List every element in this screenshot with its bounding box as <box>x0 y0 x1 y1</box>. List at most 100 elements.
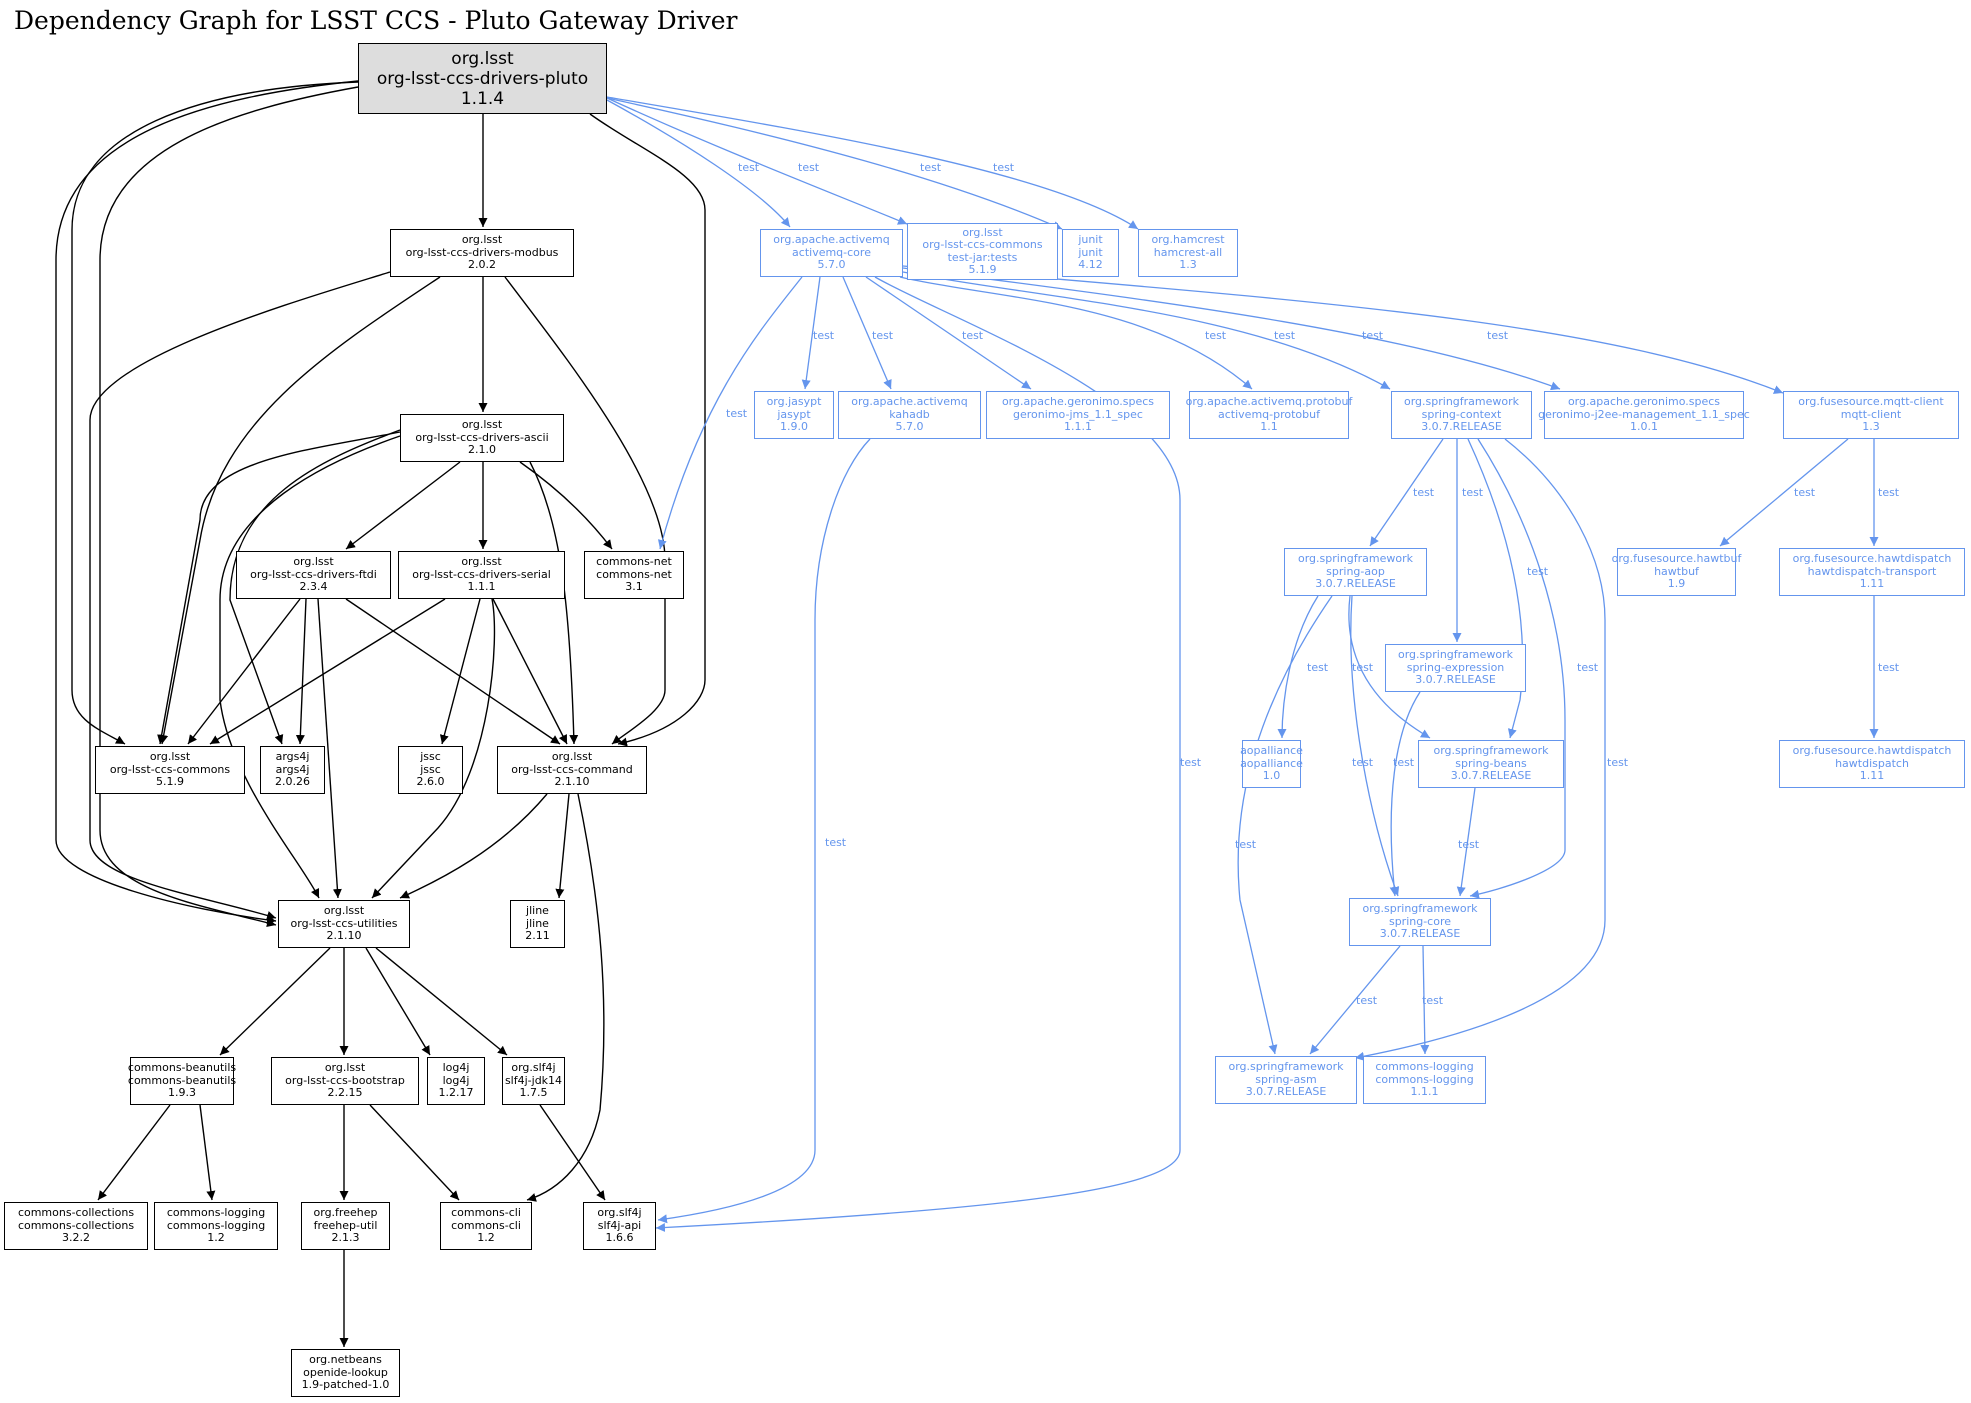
edge-utilities-to-beanutils <box>219 947 331 1056</box>
edge-label: test <box>1235 838 1257 851</box>
node-group: commons-logging <box>1375 1060 1474 1074</box>
node-group: org.lsst <box>293 555 334 569</box>
edge-label: test <box>1607 756 1629 769</box>
edge-ascii-to-commonsnet <box>519 461 613 550</box>
edge-springctx-to-springbeans <box>1467 438 1524 739</box>
node-artifact: spring-core <box>1388 914 1452 928</box>
edge-ftdi-to-command <box>345 598 561 745</box>
node-artifact: org-lsst-ccs-drivers-ascii <box>415 430 549 444</box>
node-version: 3.0.7.RELEASE <box>1245 1085 1327 1099</box>
node-version: 1.9.3 <box>168 1086 196 1100</box>
edge-label: test <box>1527 565 1549 578</box>
node-group: commons-net <box>596 555 672 569</box>
node-group: org.fusesource.hawtdispatch <box>1792 744 1952 758</box>
node-group: junit <box>1078 233 1103 247</box>
edge-amqcore-to-springctx <box>902 271 1391 390</box>
node-artifact: jline <box>526 916 549 930</box>
edge-springcore-to-logging111 <box>1420 945 1430 1055</box>
node-version: 1.2 <box>477 1231 495 1245</box>
node-artifact: junit <box>1078 245 1103 259</box>
node-group: commons-cli <box>451 1206 521 1220</box>
node-version: 1.1.1 <box>467 580 496 594</box>
edge-label: test <box>1878 661 1900 674</box>
edge-amqcore-to-jasypt <box>801 276 821 390</box>
node-version: 2.1.0 <box>468 443 496 457</box>
edge-utilities-to-jdk14 <box>375 947 508 1056</box>
edge-springaop-to-springcore <box>1350 595 1400 897</box>
edge-utilities-to-log4j <box>365 947 431 1056</box>
node-group: org.apache.activemq.protobuf <box>1185 395 1353 409</box>
edge-pluto-to-utilities <box>99 86 359 928</box>
edge-beanutils-to-collections <box>97 1104 171 1201</box>
edge-modbus-to-command <box>504 276 666 745</box>
edge-label: test <box>1205 329 1227 342</box>
node-version: 1.7.5 <box>519 1086 548 1100</box>
edge-beanutils-to-logging12 <box>199 1104 216 1201</box>
node-artifact: mqtt-client <box>1840 407 1902 421</box>
edge-amqcore-to-jms <box>865 276 1032 390</box>
node-version: 3.0.7.RELEASE <box>1315 577 1396 591</box>
node-artifact: hamcrest-all <box>1153 245 1223 259</box>
edge-label: test <box>1352 661 1374 674</box>
node-artifact: hawtdispatch <box>1835 756 1909 770</box>
node-group: org.apache.geronimo.specs <box>1001 395 1155 409</box>
node-group: org.jasypt <box>766 395 822 409</box>
node-artifact: org-lsst-ccs-commons <box>109 762 231 776</box>
node-artifact: geronimo-j2ee-management_1.1_spec <box>1538 407 1750 421</box>
node-version: 1.1.1 <box>1410 1085 1439 1099</box>
node-version: 1.11 <box>1859 769 1885 783</box>
node-artifact: org-lsst-ccs-command <box>511 762 633 776</box>
edge-serial-to-utilities <box>371 598 496 899</box>
node-version: 1.9 <box>1667 577 1686 591</box>
edge-label: test <box>1413 486 1435 499</box>
node-artifact: openide-lookup <box>303 1365 388 1379</box>
edge-label: test <box>738 161 760 174</box>
edge-mqtt-to-hawtbuf <box>1719 438 1849 547</box>
node-version: 3.1 <box>625 580 643 594</box>
node-version: 1.2 <box>207 1231 225 1245</box>
edge-label: test <box>872 329 894 342</box>
node-group: jssc <box>420 750 441 764</box>
node-version: 3.0.7.RELEASE <box>1379 927 1461 941</box>
node-group: aopalliance <box>1240 744 1303 758</box>
edge-label: test <box>1274 329 1296 342</box>
edge-amqcore-to-kahadb <box>842 276 892 390</box>
node-group: org.fusesource.mqtt-client <box>1798 395 1944 409</box>
node-artifact: spring-beans <box>1455 756 1527 770</box>
node-version: 1.0 <box>1262 769 1281 783</box>
node-group: args4j <box>275 750 310 764</box>
edge-amqcore-to-commonsnet <box>657 276 803 550</box>
node-artifact: kahadb <box>889 407 930 421</box>
edge-ftdi-to-utilities <box>317 598 342 899</box>
node-group: org.lsst <box>324 1061 366 1075</box>
edge-label: test <box>1352 756 1374 769</box>
edge-command-to-jline <box>555 793 570 899</box>
node-artifact: log4j <box>442 1073 470 1087</box>
node-classifier: test-jar:tests <box>947 250 1018 264</box>
node-artifact: commons-logging <box>166 1218 266 1232</box>
node-version: 2.6.0 <box>416 775 445 789</box>
node-version: 2.2.15 <box>327 1086 363 1100</box>
edge-springexpr-to-springcore <box>1389 691 1421 897</box>
node-group: org.slf4j <box>597 1206 642 1220</box>
node-group: org.slf4j <box>511 1061 556 1075</box>
node-artifact: spring-asm <box>1255 1072 1317 1086</box>
edge-pluto-to-commonstests <box>606 97 908 225</box>
